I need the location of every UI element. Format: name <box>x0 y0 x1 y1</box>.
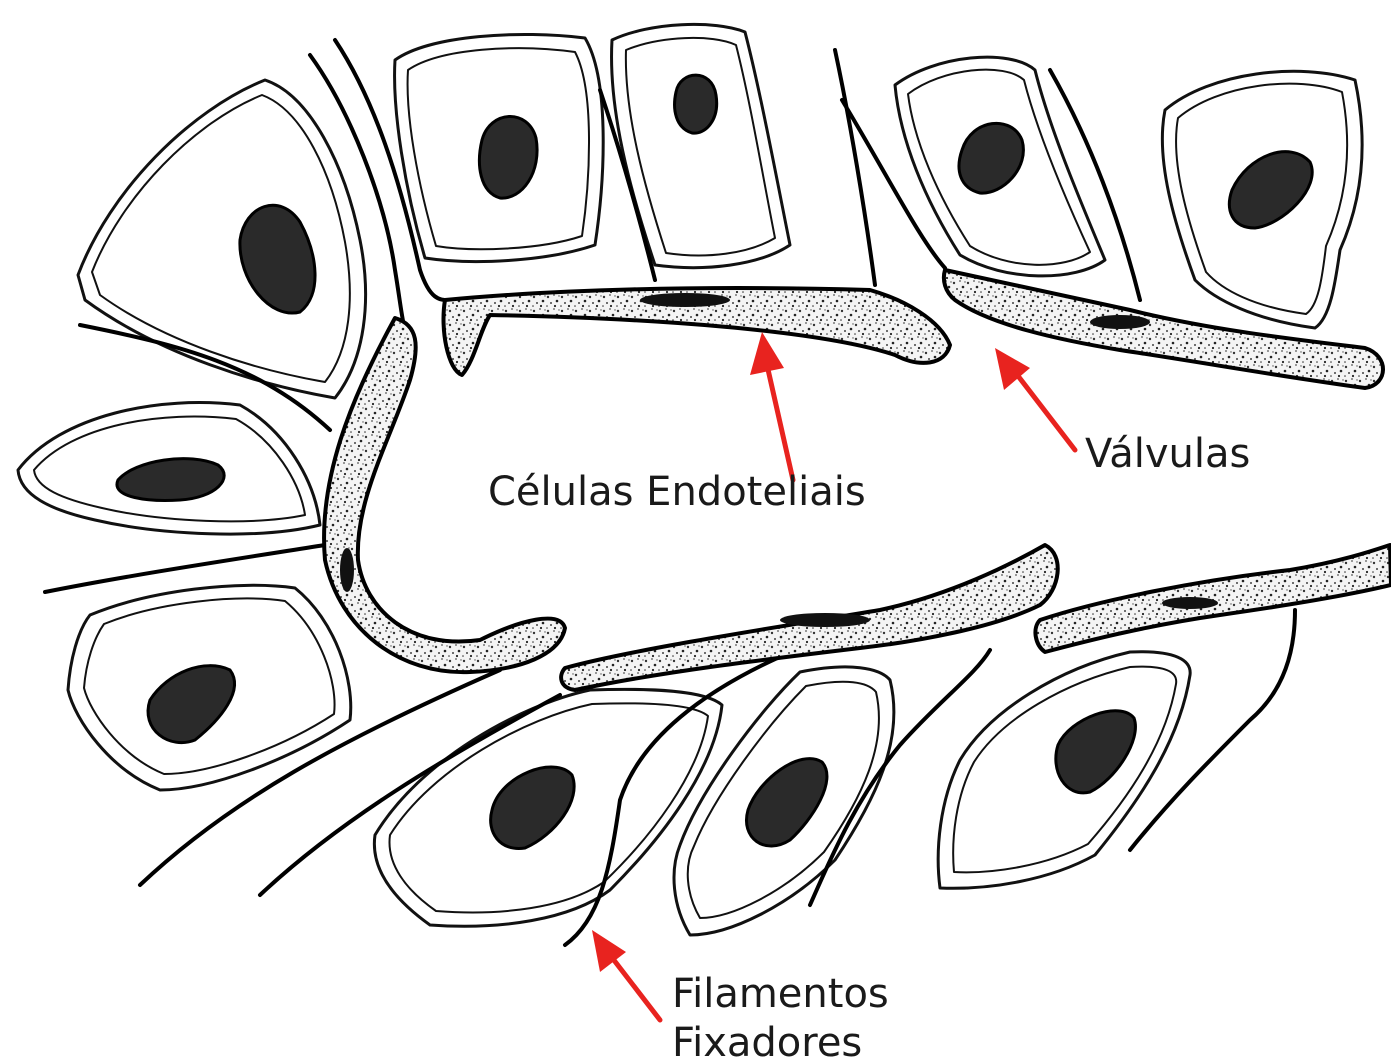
arrow-valves <box>995 348 1075 450</box>
tissue-cell <box>18 403 320 535</box>
label-endothelial-cells: Células Endoteliais <box>488 469 866 515</box>
label-anchoring-filaments-line2: Fixadores <box>672 1020 862 1063</box>
tissue-cell <box>395 34 604 261</box>
tissue-cell <box>78 80 366 398</box>
label-anchoring-filaments-line1: Filamentos <box>672 971 889 1017</box>
tissue-cell <box>68 585 351 790</box>
tissue-cell <box>612 24 790 267</box>
arrow-anchoring-filaments <box>592 930 660 1020</box>
tissue-cell <box>938 652 1190 889</box>
arrow-endothelial <box>750 332 793 480</box>
label-valves: Válvulas <box>1085 431 1250 477</box>
tissue-cell <box>1162 71 1362 328</box>
